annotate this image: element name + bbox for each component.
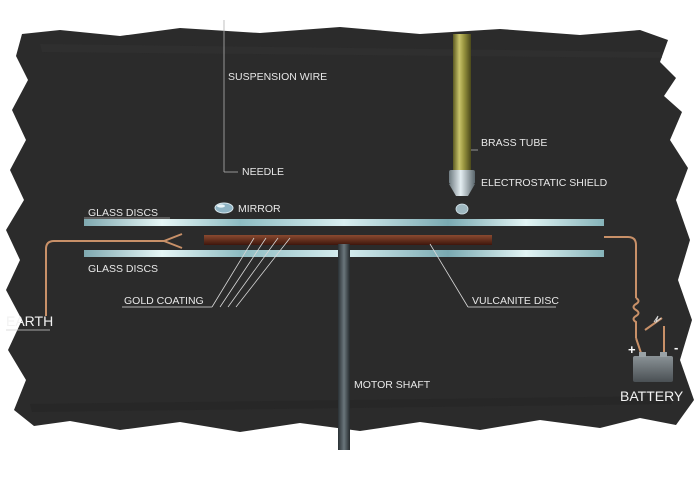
vulcanite-leader <box>429 243 469 308</box>
background-streak <box>40 44 662 58</box>
motor-shaft <box>338 244 350 450</box>
label-gold-coating: GOLD COATING <box>124 295 204 307</box>
battery-terminal-minus <box>660 352 667 357</box>
label-battery: BATTERY <box>620 388 684 404</box>
label-brass-tube: BRASS TUBE <box>481 137 547 149</box>
vulcanite-disc <box>204 235 492 245</box>
battery-terminal-plus <box>639 352 646 357</box>
brass-tube <box>453 34 471 170</box>
label-electrostatic-shield: ELECTROSTATIC SHIELD <box>481 177 608 189</box>
mirror-highlight <box>217 204 225 208</box>
background-panel <box>6 27 694 432</box>
label-vulcanite-disc: VULCANITE DISC <box>472 295 559 307</box>
battery-wire <box>604 236 637 298</box>
battery-plus-sign: + <box>628 342 636 357</box>
label-motor-shaft: MOTOR SHAFT <box>354 379 431 391</box>
electrostatic-shield-cone <box>449 184 475 196</box>
battery-coil <box>632 297 640 338</box>
electrostatic-shield <box>449 170 475 184</box>
battery <box>633 356 673 382</box>
mirror <box>214 202 234 214</box>
label-needle: NEEDLE <box>242 166 284 178</box>
gold-coating-leaders <box>211 237 291 308</box>
label-earth: EARTH <box>6 313 53 329</box>
label-suspension-wire: SUSPENSION WIRE <box>228 71 327 83</box>
switch-spark <box>653 315 662 324</box>
label-glass-discs-bottom: GLASS DISCS <box>88 263 158 275</box>
label-glass-discs-top: GLASS DISCS <box>88 207 158 219</box>
earth-wire <box>45 233 183 316</box>
battery-minus-sign: - <box>674 340 678 355</box>
background-streak <box>30 396 672 412</box>
glass-disc-top <box>84 219 604 226</box>
earth-wire-fork <box>163 240 183 249</box>
needle-tip <box>455 203 469 215</box>
label-mirror: MIRROR <box>238 203 281 215</box>
